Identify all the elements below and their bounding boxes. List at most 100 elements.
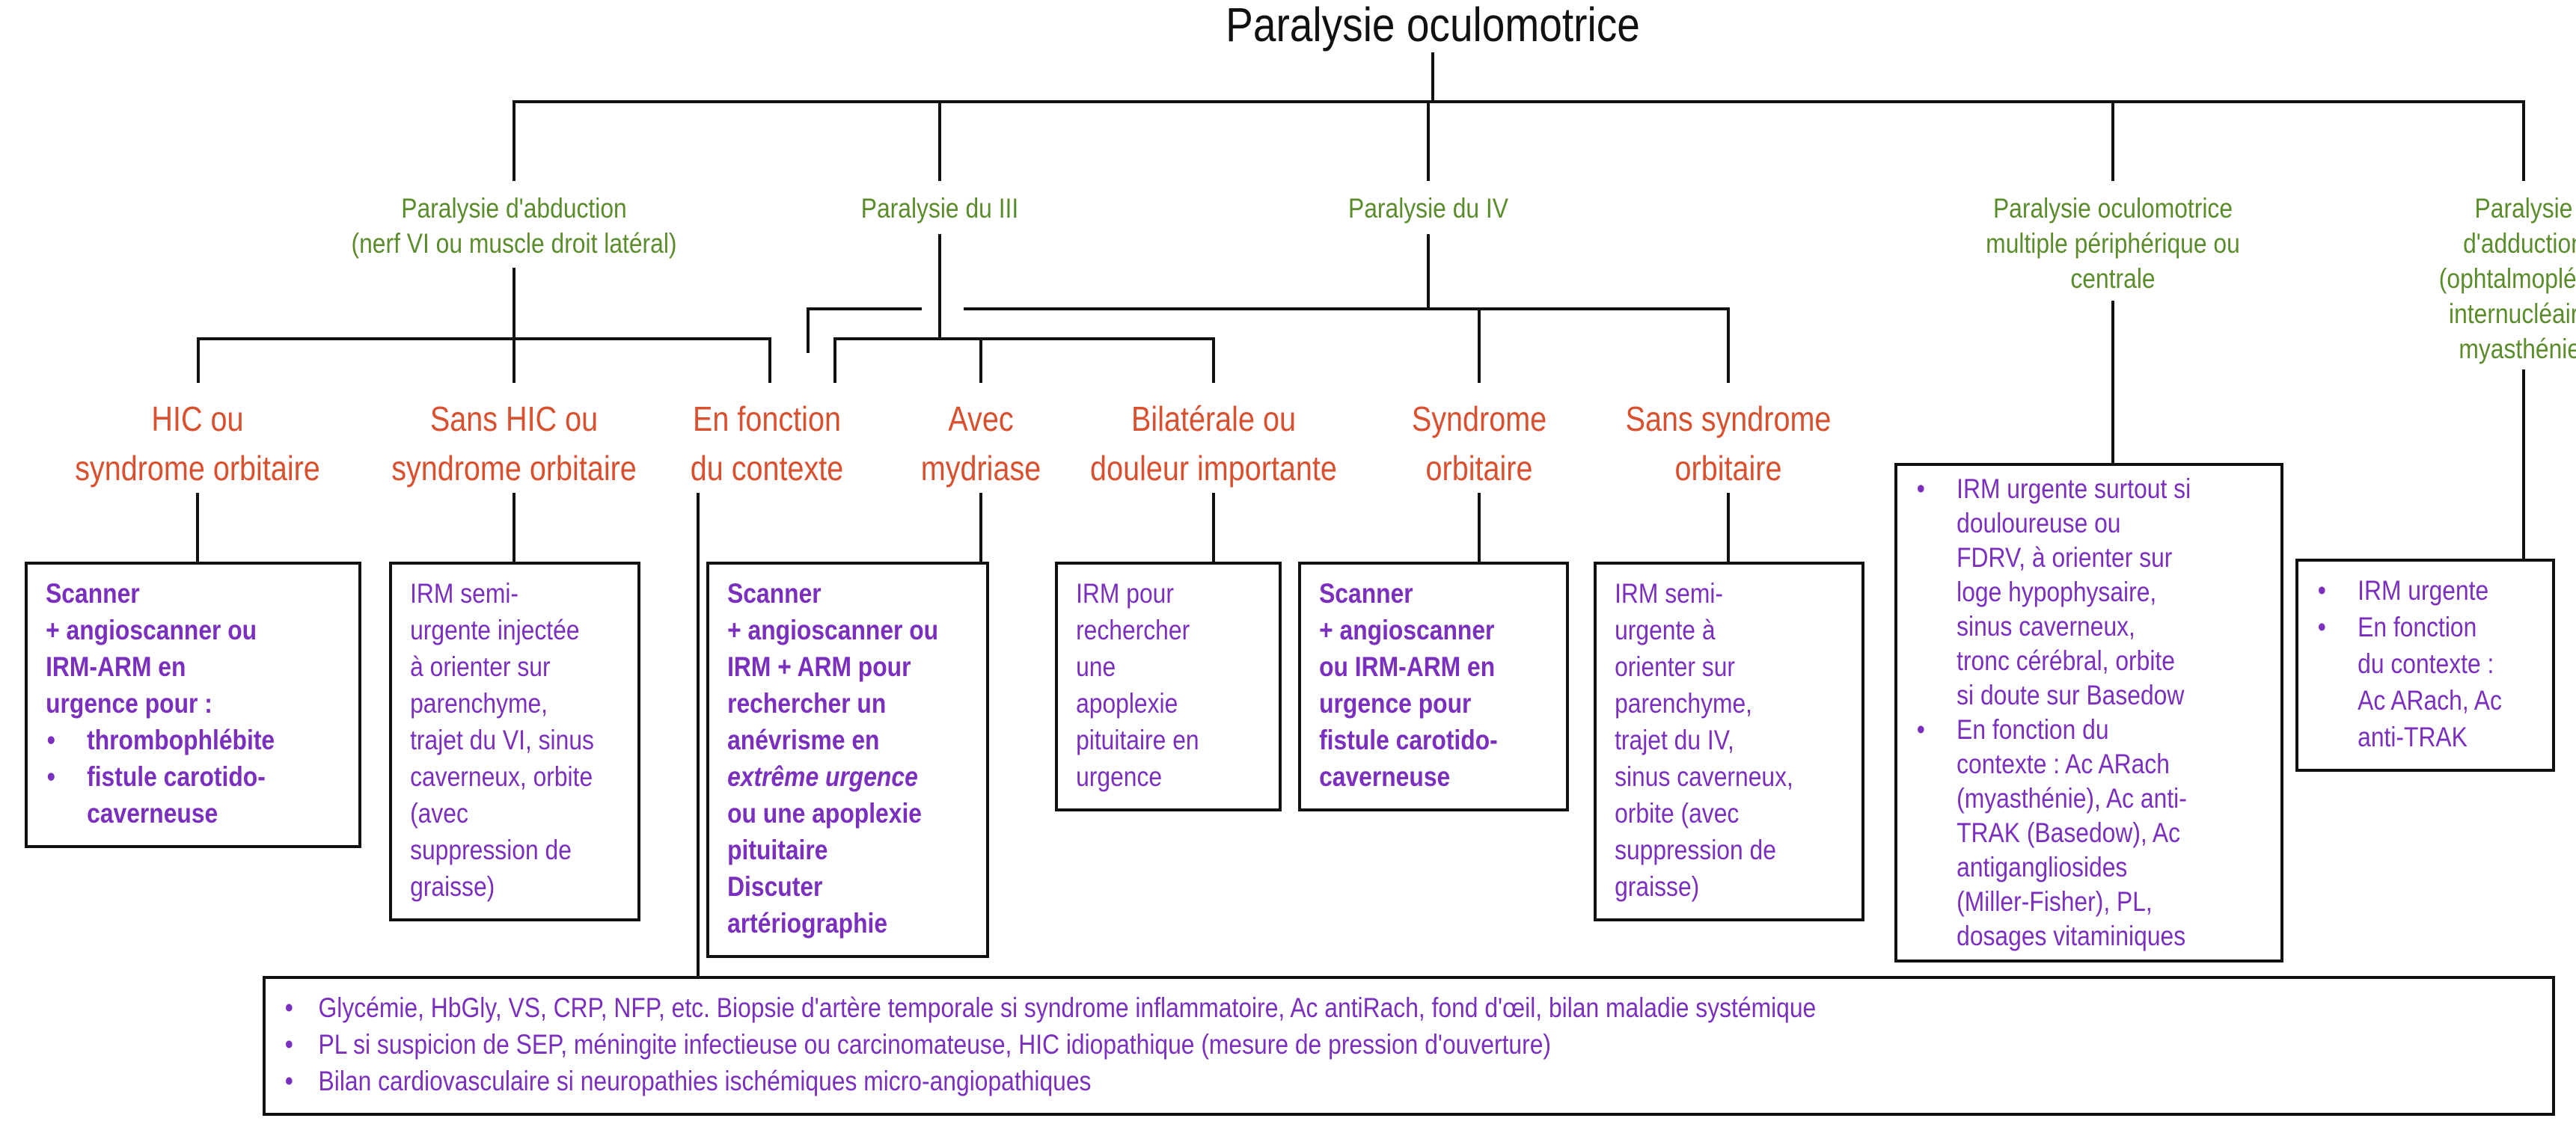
box-text: anévrisme en xyxy=(727,725,880,755)
node-label-line: d'adduction xyxy=(2463,228,2576,259)
node-label-line: Bilatérale ou xyxy=(1131,399,1296,438)
box-text-line: si doute sur Basedow xyxy=(1915,678,2280,713)
bullet-icon: • xyxy=(1916,473,1925,504)
node-label-line: internucléaire, xyxy=(2449,298,2576,329)
box-text-line: (myasthénie), Ac anti- xyxy=(1915,782,2280,816)
node-label-line: Sans HIC ou xyxy=(429,399,599,438)
node-label-line: Syndrome xyxy=(1411,399,1547,438)
box-text-line: sinus caverneux, xyxy=(1915,610,2280,644)
box-text-line: graisse) xyxy=(410,868,637,905)
box-text: douloureuse ou xyxy=(1957,508,2121,538)
box-content: •IRM urgente• En fonction du contexte :Ac … xyxy=(2298,572,2551,755)
box-text-line: extrême urgence xyxy=(727,758,985,795)
box-text: parenchyme, xyxy=(1615,688,1753,719)
box-text-line: apoplexie xyxy=(1076,685,1278,722)
bullet-item: •IRM urgente xyxy=(2316,572,2551,609)
box-text: Discuter xyxy=(727,871,823,902)
box-text: IRM pour xyxy=(1076,578,1174,609)
box-text-line: contexte : Ac ARach xyxy=(1915,747,2280,782)
box-text-line: caverneuse xyxy=(1319,758,1565,795)
box-text: orbite (avec xyxy=(1615,798,1740,829)
bullet-icon: • xyxy=(1916,714,1925,745)
bullet-icon: • xyxy=(284,992,293,1023)
box-text: (avec xyxy=(410,798,468,829)
box-text-line: orienter sur xyxy=(1615,648,1861,685)
box-text: fistule carotido- xyxy=(1319,725,1498,755)
box-text: graisse) xyxy=(1615,871,1700,902)
diagram-title: Paralysie oculomotrice xyxy=(1226,0,1640,52)
node-abduction: Paralysie d'abduction(nerf VI ou muscle … xyxy=(351,191,676,261)
box-text: graisse) xyxy=(410,871,495,902)
box-text-line: une xyxy=(1076,648,1278,685)
node-label-line: centrale xyxy=(2070,263,2156,294)
box-text: IRM urgente xyxy=(2358,575,2489,606)
box-text-line: sinus caverneux, xyxy=(1615,758,1861,795)
box-text: En fonction xyxy=(2358,612,2477,642)
box-text-line: (Miller-Fisher), PL, xyxy=(1915,885,2280,919)
box-text: urgence xyxy=(1076,761,1163,792)
box-text: antigangliosides xyxy=(1957,852,2128,882)
box-text-line: orbite (avec xyxy=(1615,795,1861,832)
box-text: une xyxy=(1076,651,1116,682)
box-text: loge hypophysaire, xyxy=(1957,577,2157,607)
bullet-item: •thrombophlébite xyxy=(46,722,358,758)
box-text: caverneux, orbite xyxy=(410,761,593,792)
bullet-item: • Bilan cardiovasculaire si neuropathies … xyxy=(284,1063,2547,1099)
bullet-icon: • xyxy=(284,1066,293,1096)
box-text: fistule carotido- xyxy=(87,761,266,792)
box-adduction: •IRM urgente• En fonction du contexte :Ac … xyxy=(2295,559,2555,772)
box-text: du contexte : xyxy=(2358,648,2494,679)
box-text: Scanner xyxy=(46,578,140,609)
node-label-line: Paralysie xyxy=(2474,193,2573,224)
box-text: Scanner xyxy=(727,578,822,609)
box-text-line: suppression de xyxy=(1615,832,1861,868)
box-text: Bilan cardiovasculaire si neuropathies i… xyxy=(318,1066,1092,1096)
bullet-item: •fistule carotido- xyxy=(46,758,358,795)
box-text: urgence pour : xyxy=(46,688,212,719)
bullet-icon: • xyxy=(284,1029,293,1060)
node-label-line: mydriase xyxy=(920,449,1041,488)
box-text: Glycémie, HbGly, VS, CRP, NFP, etc. Biop… xyxy=(318,992,1817,1023)
box-text: tronc cérébral, orbite xyxy=(1957,645,2175,676)
box-text: ou IRM-ARM en xyxy=(1319,651,1496,682)
box-content: • Glycémie, HbGly, VS, CRP, NFP, etc. Bio… xyxy=(266,989,2547,1099)
box-text: pituitaire xyxy=(727,835,828,865)
box-text-line: caverneux, orbite xyxy=(410,758,637,795)
box-text-line: ou IRM-ARM en xyxy=(1319,648,1565,685)
box-text-line: graisse) xyxy=(1615,868,1861,905)
box-text-line: à orienter sur xyxy=(410,648,637,685)
box-text: dosages vitaminiques xyxy=(1957,921,2186,951)
box-text: IRM urgente surtout si xyxy=(1957,473,2191,504)
box-text: si doute sur Basedow xyxy=(1957,680,2185,710)
box-text: Scanner xyxy=(1319,578,1413,609)
box-text-line: rechercher xyxy=(1076,612,1278,648)
box-text: sinus caverneux, xyxy=(1957,611,2135,642)
node-label-line: orbitaire xyxy=(1674,449,1782,488)
box-text-line: Discuter xyxy=(727,868,985,905)
node-label-line: douleur importante xyxy=(1090,449,1337,488)
node-label-line: Sans syndrome xyxy=(1625,399,1832,438)
node-label-line: (ophtalmoplégie xyxy=(2438,263,2576,294)
box-text: PL si suspicion de SEP, méningite infect… xyxy=(318,1029,1551,1060)
box-text: sinus caverneux, xyxy=(1615,761,1793,792)
box-text: trajet du VI, sinus xyxy=(410,725,594,755)
box-text-line: urgence xyxy=(1076,758,1278,795)
box-text: pituitaire en xyxy=(1076,725,1199,755)
bullet-icon: • xyxy=(2317,612,2326,642)
box-text-line: tronc cérébral, orbite xyxy=(1915,644,2280,678)
bullet-item: • Glycémie, HbGly, VS, CRP, NFP, etc. Bio… xyxy=(284,989,2547,1026)
box-text-line: parenchyme, xyxy=(1615,685,1861,722)
box-text-line: IRM-ARM en xyxy=(46,648,358,685)
node-label-line: Paralysie oculomotrice xyxy=(1992,193,2233,224)
box-text-line: Ac ARach, Ac xyxy=(2316,682,2551,719)
